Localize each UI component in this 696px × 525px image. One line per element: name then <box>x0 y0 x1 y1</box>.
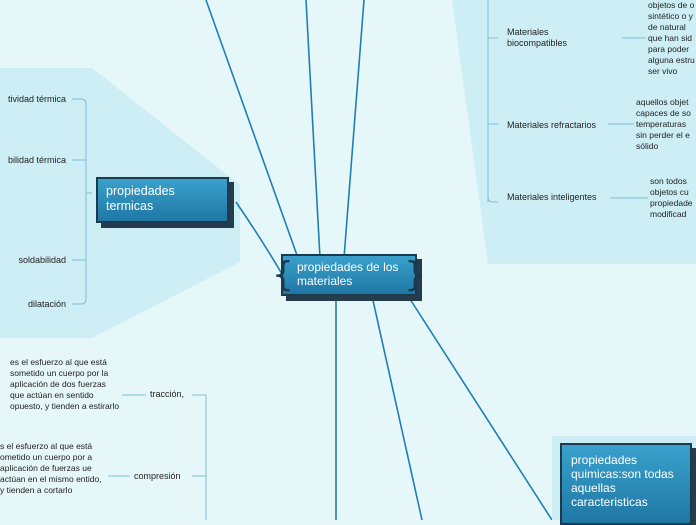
central-topic-node[interactable]: { propiedades de los materiales } <box>272 254 426 296</box>
termicas-item-conductividad[interactable]: tividad térmica <box>7 94 66 104</box>
central-topic-title: propiedades de los materiales <box>297 260 399 288</box>
left-brace-icon: { <box>272 255 294 295</box>
connector-bottom-2 <box>371 295 423 520</box>
mecanicas-item-traccion[interactable]: tracción, <box>150 389 185 399</box>
materiales-item-refractarios[interactable]: Materiales refractarios <box>507 120 597 130</box>
mecanicas-desc-traccion: es el esfuerzo al que está sometido un c… <box>10 357 120 411</box>
connector-top-left <box>205 0 299 259</box>
termicas-node[interactable]: propiedades termicas <box>96 177 229 223</box>
quimicas-title: propiedades quimicas:son todas aquellas … <box>571 453 674 509</box>
mecanicas-bracket <box>108 394 207 520</box>
termicas-title: propiedades termicas <box>106 184 175 213</box>
connector-top-right <box>343 0 365 259</box>
mecanicas-desc-compresion: s el esfuerzo al que está ometido un cue… <box>0 441 102 495</box>
connector-quimicas <box>407 295 553 520</box>
quimicas-node[interactable]: propiedades quimicas:son todas aquellas … <box>560 443 692 525</box>
mecanicas-item-compresion[interactable]: compresión <box>134 471 181 481</box>
materiales-bracket <box>487 0 498 203</box>
right-brace-icon: } <box>404 255 426 295</box>
termicas-bracket <box>72 98 92 305</box>
materiales-desc-links <box>608 37 648 199</box>
connector-top <box>305 0 321 259</box>
termicas-item-dilatacion[interactable]: dilatación <box>27 299 66 309</box>
materiales-item-inteligentes[interactable]: Materiales inteligentes <box>507 192 597 202</box>
materiales-desc-inteligentes: son todos objetos cu propiedade modifica… <box>650 176 693 222</box>
materiales-desc-refractarios: aquellos objet capaces de so temperatura… <box>636 97 691 151</box>
connector-termicas <box>235 201 283 275</box>
termicas-item-soldabilidad[interactable]: soldabilidad <box>18 255 66 265</box>
materiales-desc-biocompatibles: objetos de o sintético o y de natural qu… <box>648 0 695 76</box>
termicas-item-fusibilidad[interactable]: bilidad térmica <box>7 155 66 165</box>
materiales-item-biocompatibles[interactable]: Materiales biocompatibles <box>507 27 568 48</box>
